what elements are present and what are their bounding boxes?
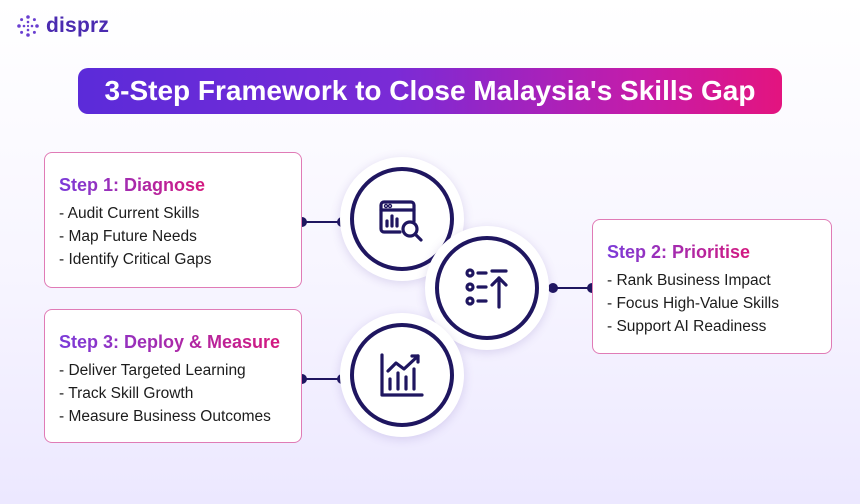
brand-logo[interactable]: disprz	[16, 14, 109, 38]
step-3-item: - Deliver Targeted Learning	[59, 362, 246, 379]
step-2-item: - Support AI Readiness	[607, 318, 767, 335]
step-3-card: Step 3: Deploy & Measure - Deliver Targe…	[44, 309, 302, 443]
page-title: 3-Step Framework to Close Malaysia's Ski…	[78, 68, 782, 114]
growth-chart-icon	[380, 353, 424, 397]
step-3-item: - Track Skill Growth	[59, 385, 194, 402]
list-priority-icon	[465, 268, 508, 309]
step-1-title: Step 1: Diagnose	[59, 175, 206, 195]
step-2-item: - Focus High-Value Skills	[607, 295, 779, 312]
step-2-card: Step 2: Prioritise - Rank Business Impac…	[592, 219, 832, 354]
brand-name: disprz	[46, 14, 110, 37]
step-1-item: - Identify Critical Gaps	[59, 251, 212, 268]
step-3-item: - Measure Business Outcomes	[59, 408, 271, 425]
step-2-icon-ring	[425, 226, 549, 350]
step-3-icon-ring	[340, 313, 464, 437]
step-1-item: - Audit Current Skills	[59, 205, 200, 222]
step-3-title: Step 3: Deploy & Measure	[59, 332, 281, 352]
step-2-title: Step 2: Prioritise	[607, 242, 751, 262]
step-1-item: - Map Future Needs	[59, 228, 197, 245]
disprz-logo-icon	[17, 15, 39, 37]
step-2-item: - Rank Business Impact	[607, 272, 771, 289]
step-1-card: Step 1: Diagnose - Audit Current Skills …	[44, 152, 302, 288]
analytics-search-icon	[379, 200, 423, 242]
